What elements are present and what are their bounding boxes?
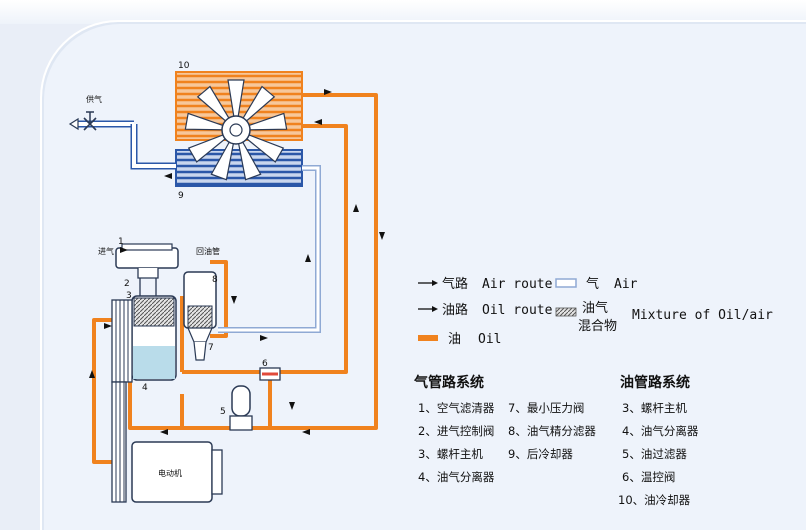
label-4: 4 [142,383,148,393]
air-system-item: 3、螺杆主机 [418,447,483,461]
oil-system-list: 油管路系统 3、螺杆主机 4、油气分离器 5、油过滤器 6、温控阀 10、油冷却… [618,374,699,507]
label-3: 3 [126,291,132,301]
thermostatic-valve [259,367,281,381]
air-lines [78,120,321,333]
air-system-item: 2、进气控制阀 [418,424,494,438]
label-7: 7 [208,343,214,353]
air-system-title: 气管路系统 [413,374,484,391]
legend-air-en: Air [614,277,638,292]
air-filter [115,243,179,296]
label-supply-air: 供气 [86,94,102,104]
legend-air-route-icon [418,280,438,286]
label-motor: 电动机 [158,468,182,478]
air-system-item: 4、油气分离器 [418,470,495,484]
label-6: 6 [262,359,268,369]
oil-system-title: 油管路系统 [620,374,690,391]
air-system-item: 7、最小压力阀 [508,401,584,415]
fine-separator [183,271,217,361]
oil-system-item: 3、螺杆主机 [622,401,687,415]
legend-air-cn: 气 [586,276,599,292]
legend-oil-route-cn: 油路 [442,302,468,318]
legend: 气路 Air route 油路 Oil route 油 Oil 气 Air 油气… [418,276,773,347]
label-9: 9 [178,191,184,201]
oil-system-item: 10、油冷却器 [618,493,691,507]
motor [111,381,223,503]
legend-oil-swatch [418,335,438,341]
legend-air-swatch [555,278,577,288]
separator-tank [111,295,177,383]
oil-return-pipe [210,260,228,338]
legend-air-route-cn: 气路 [442,276,468,292]
label-2: 2 [124,279,130,289]
label-oil-return-pipe: 回油管 [196,246,220,256]
label-8: 8 [212,275,218,285]
legend-air-route-en: Air route [482,277,553,292]
air-system-list: 气管路系统 1、空气滤清器 2、进气控制阀 3、螺杆主机 4、油气分离器 7、最… [413,374,596,484]
oil-filter [229,385,253,431]
oil-system-item: 4、油气分离器 [622,424,699,438]
legend-oil-route-en: Oil route [482,303,553,318]
label-5: 5 [220,407,226,417]
oil-system-item: 5、油过滤器 [622,447,687,461]
flow-arrows [89,89,385,435]
legend-mixture-en: Mixture of Oil/air [632,308,773,323]
air-system-item: 8、油气精分滤器 [508,424,596,438]
oil-lines [92,93,378,464]
air-system-item: 1、空气滤清器 [418,401,495,415]
legend-oil-route-icon [418,306,438,312]
oil-line-cooler-return [180,93,378,430]
oil-line-cooler-feed [272,124,348,374]
after-cooler [175,149,303,187]
label-10: 10 [178,61,190,71]
oil-system-item: 6、温控阀 [622,470,675,484]
label-1: 1 [118,237,124,247]
legend-mixture-swatch [555,307,577,317]
legend-mixture-cn-1: 油气 [582,300,608,316]
label-air-inlet: 进气 [98,246,114,256]
air-system-item: 9、后冷却器 [508,447,573,461]
supply-valve-icon [68,111,97,131]
legend-mixture-cn-2: 混合物 [578,319,617,334]
legend-oil-cn: 油 [448,332,461,347]
legend-oil-en: Oil [478,332,501,347]
cooling-fan-icon [184,79,288,181]
